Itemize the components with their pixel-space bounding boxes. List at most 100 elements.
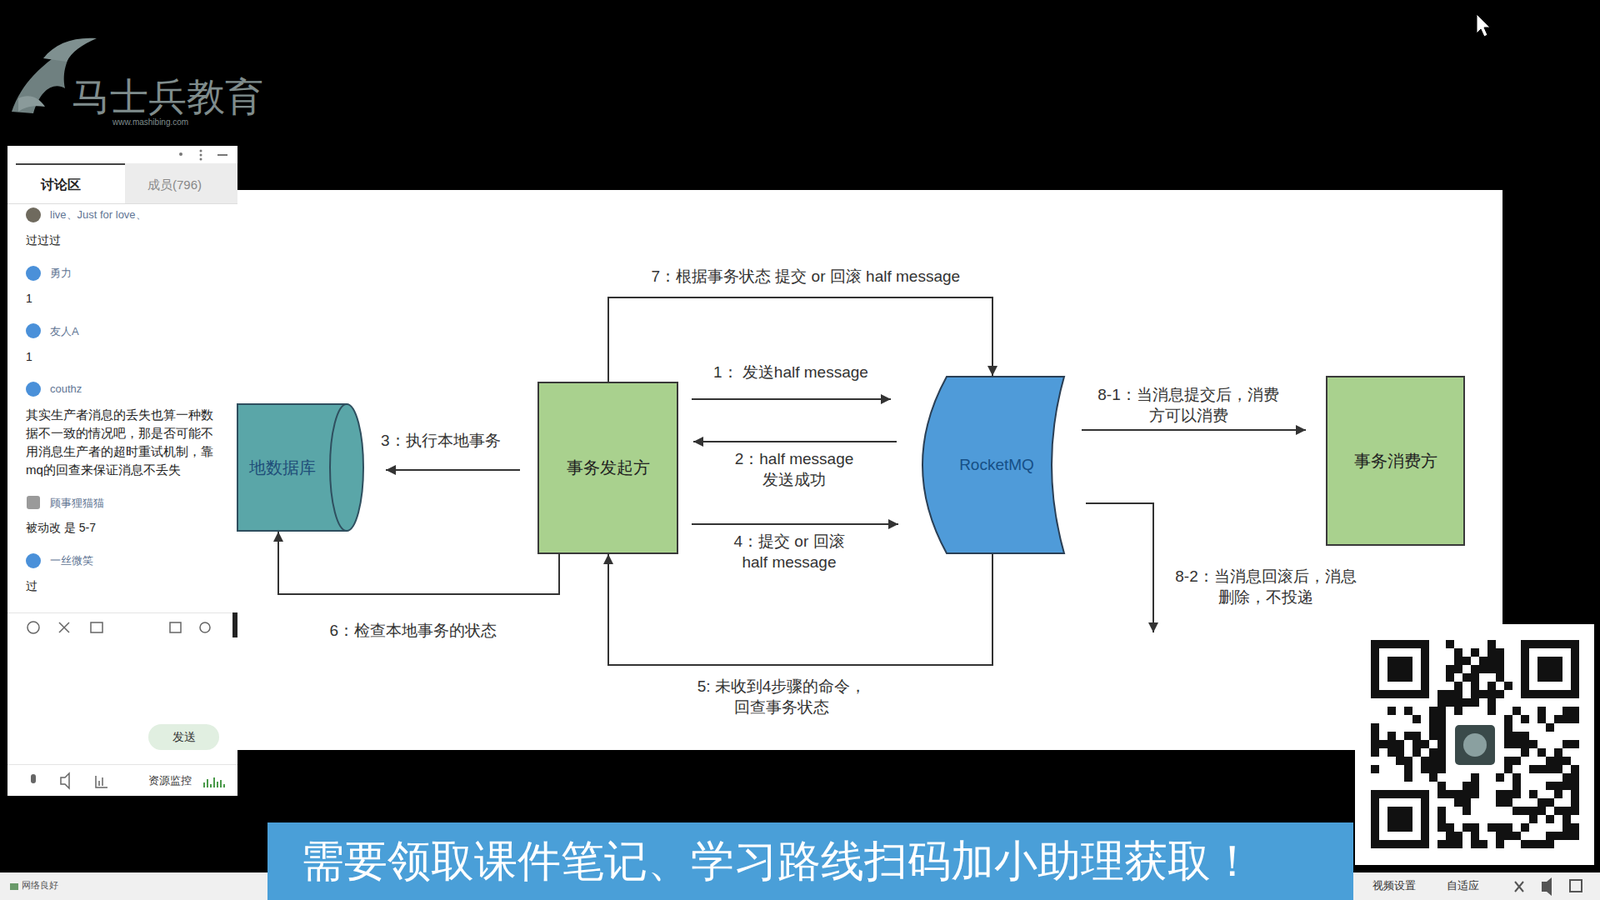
qr-module (1495, 656, 1505, 665)
qr-module (1454, 648, 1463, 657)
qr-module (1462, 798, 1471, 807)
qr-module (1395, 748, 1405, 757)
tab-title: 成员(796) (147, 177, 202, 194)
image-icon (90, 622, 103, 633)
user-name: 顾事狸猫猫 (50, 495, 105, 511)
qr-logo (1455, 725, 1495, 765)
edge-label: 1： 发送half message (710, 362, 871, 384)
qr-module (1570, 706, 1580, 715)
qr-module (1537, 798, 1546, 807)
qr-module (1437, 715, 1446, 724)
qr-module (1437, 815, 1446, 824)
chat-message: 被动改 是 5-7 (25, 520, 96, 536)
qr-module (1487, 656, 1496, 665)
qr-module (1554, 715, 1563, 724)
qr-module (1562, 781, 1571, 790)
database-cylinder: 地数据库 (237, 403, 365, 532)
qr-module (1462, 823, 1471, 832)
qr-module (1462, 698, 1471, 707)
node-label: 事务消费方 (1354, 450, 1438, 473)
qr-module (1404, 773, 1413, 782)
qr-module (1437, 698, 1446, 707)
qr-module (1520, 748, 1530, 757)
chat-message: 过 (25, 579, 38, 595)
qr-module (1562, 740, 1571, 749)
qr-ground (1355, 624, 1595, 865)
qr-module (1420, 765, 1430, 774)
volume-icon (1541, 877, 1552, 896)
qr-module (1445, 840, 1455, 849)
queue-body (922, 376, 1065, 554)
qr-module (1479, 665, 1488, 674)
flow-arrow (693, 440, 897, 443)
step-label: 8-2：当消息回滚后，消息 删除，不投递 (1169, 566, 1363, 608)
qr-module (1429, 723, 1438, 732)
qr-module (1512, 781, 1521, 790)
qr-module (1520, 731, 1530, 740)
qr-module (1554, 765, 1563, 774)
qr-module (1487, 706, 1496, 715)
header-icon (200, 154, 203, 157)
qr-module (1495, 773, 1505, 782)
qr-module (1545, 840, 1555, 849)
flow-arrow (278, 531, 560, 595)
qr-module (1370, 765, 1380, 774)
scroll-thumb (232, 612, 238, 638)
qr-module (1412, 715, 1421, 724)
qr-module (1504, 823, 1513, 832)
queue-shape: RocketMQ (921, 375, 1065, 555)
qr-module (1420, 756, 1430, 765)
qr-module (1395, 756, 1405, 765)
promo-banner: 需要领取课件笔记、学习路线扫码加小助理获取！ (267, 822, 1354, 900)
avatar (25, 323, 41, 339)
qr-finder (1537, 656, 1563, 682)
process-box: 事务发起方 (537, 381, 679, 555)
edge-label: 4：提交 or 回滚 half message (718, 531, 861, 573)
qr-module (1437, 706, 1446, 715)
qr-module (1570, 831, 1580, 840)
qr-module (1470, 648, 1480, 657)
qr-module (1495, 831, 1505, 840)
qr-module (1562, 823, 1571, 832)
avatar (25, 553, 41, 569)
qr-module (1537, 840, 1546, 849)
emoji-icon (27, 621, 40, 634)
qr-module (1562, 715, 1571, 724)
qr-module (1529, 815, 1538, 824)
banner-text: 需要领取课件笔记、学习路线扫码加小助理获取！ (300, 832, 1255, 891)
qr-module (1445, 698, 1455, 707)
avatar (25, 265, 41, 281)
node-label: 地数据库 (249, 456, 316, 480)
qr-module (1487, 690, 1496, 699)
user-name: 友人A (50, 324, 80, 340)
qr-module (1487, 640, 1496, 649)
slide-area (237, 190, 1503, 750)
qr-module (1454, 790, 1463, 799)
rollback-arrow (1085, 503, 1154, 633)
qr-module (1520, 823, 1530, 832)
tab-title: 讨论区 (40, 176, 81, 195)
qr-module (1470, 690, 1480, 699)
qr-module (1570, 715, 1580, 724)
signal-icon (10, 883, 19, 890)
qr-module (1387, 706, 1396, 715)
qr-module (1454, 698, 1463, 707)
qr-module (1412, 731, 1421, 740)
qr-module (1545, 765, 1555, 774)
qr-module (1404, 756, 1413, 765)
qr-module (1545, 781, 1555, 790)
qr-finder (1370, 640, 1430, 699)
qr-module (1504, 798, 1513, 807)
qr-module (1545, 831, 1555, 840)
edge-label: 5: 未收到4步骤的命令， 回查事务状态 (690, 676, 875, 718)
user-name: couthz (50, 382, 82, 395)
edge-label: 7：根据事务状态 提交 or 回滚 half message (649, 266, 964, 288)
qr-module (1537, 765, 1546, 774)
qr-module (1479, 840, 1488, 849)
status-bar (0, 872, 268, 900)
qr-module (1429, 715, 1438, 724)
flow-arrow (385, 469, 520, 471)
qr-module (1512, 806, 1521, 815)
